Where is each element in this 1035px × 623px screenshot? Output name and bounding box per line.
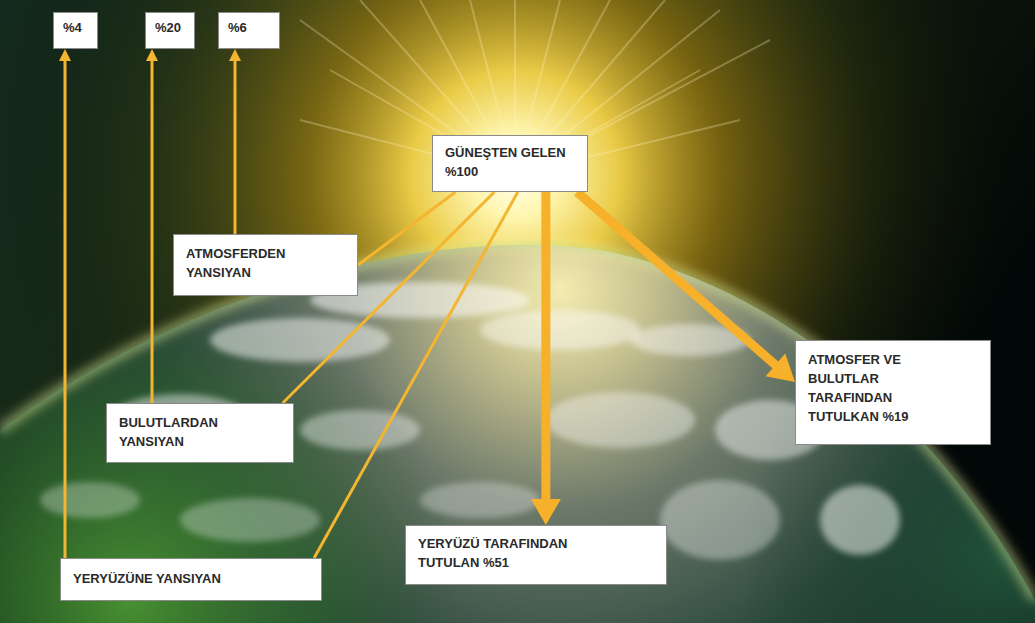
label-box: ATMOSFER VE BULUTLAR TARAFINDAN TUTULKAN… xyxy=(795,340,991,445)
source-box: GÜNEŞTEN GELEN %100 xyxy=(432,135,588,192)
reflection-arrow xyxy=(146,49,158,403)
box-text: %4 xyxy=(63,19,82,38)
box-text: ATMOSFERDEN YANSIYAN xyxy=(186,245,311,283)
box-text: ATMOSFER VE BULUTLAR TARAFINDAN TUTULKAN… xyxy=(808,351,943,426)
reflection-arrow xyxy=(59,49,71,558)
arrow-head xyxy=(59,49,71,61)
reflection-arrow xyxy=(229,49,241,234)
arrow-shaft xyxy=(541,192,550,502)
box-text: %20 xyxy=(155,19,181,38)
atmosphere-halo xyxy=(0,245,1035,600)
label-box: BULUTLARDAN YANSIYAN xyxy=(106,403,294,463)
land-green xyxy=(0,245,1035,623)
arrow-shaft xyxy=(64,60,67,558)
box-text: %6 xyxy=(228,19,247,38)
box-text: YERYÜZÜ TARAFINDAN TUTULAN %51 xyxy=(418,535,593,573)
arrow-head xyxy=(229,49,241,61)
arrow-head xyxy=(531,499,561,525)
label-box: ATMOSFERDEN YANSIYAN xyxy=(173,234,358,296)
ocean-tint xyxy=(0,245,1035,623)
atmosphere-edge xyxy=(0,245,1035,600)
arrow-shaft xyxy=(577,192,777,367)
percent-box: %6 xyxy=(218,12,280,49)
arrow-shaft xyxy=(234,60,237,234)
label-box: YERYÜZÜ TARAFINDAN TUTULAN %51 xyxy=(405,525,667,585)
reflection-arrow xyxy=(358,192,455,265)
percent-box: %4 xyxy=(53,12,98,49)
arrow-shaft xyxy=(358,192,455,265)
arrow-shaft xyxy=(283,192,495,403)
energy-arrow xyxy=(531,192,561,525)
arrow-head xyxy=(146,49,158,61)
percent-box: %20 xyxy=(145,12,195,49)
reflection-arrow xyxy=(283,192,495,403)
clouds xyxy=(40,282,900,560)
box-text: BULUTLARDAN YANSIYAN xyxy=(119,414,244,452)
arrow-shaft xyxy=(151,60,154,403)
earth-surface xyxy=(0,245,1035,623)
energy-arrow xyxy=(577,192,795,382)
label-box: YERYÜZÜNE YANSIYAN xyxy=(60,558,322,601)
arrow-head xyxy=(766,354,795,382)
box-text: YERYÜZÜNE YANSIYAN xyxy=(73,570,221,589)
box-text: GÜNEŞTEN GELEN %100 xyxy=(445,144,575,182)
